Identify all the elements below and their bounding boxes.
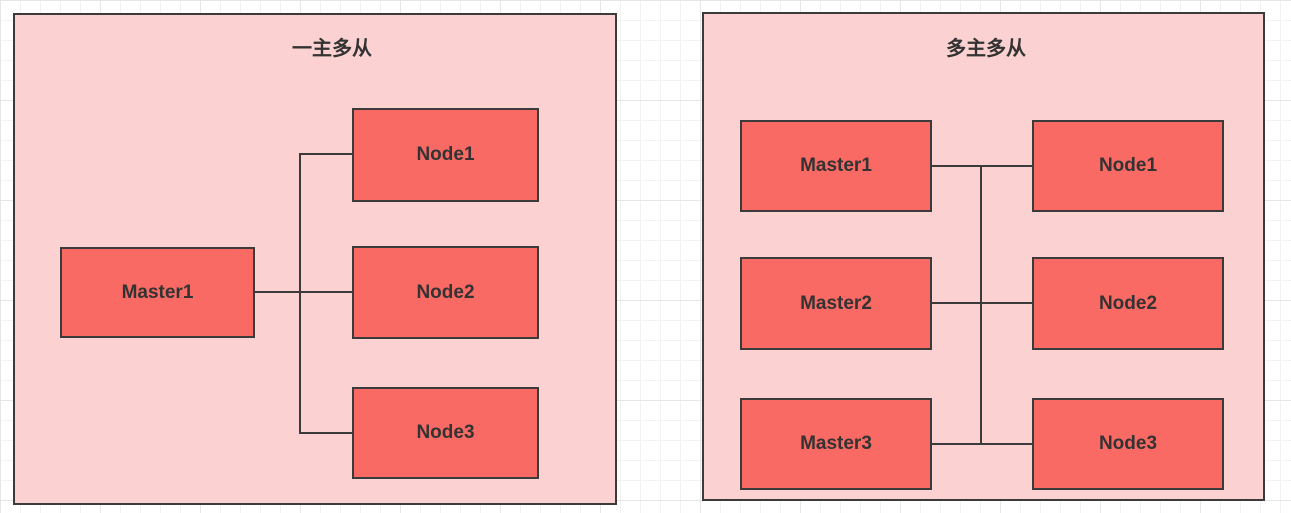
diagram-node-master3[interactable]: Master3: [740, 398, 932, 490]
diagram-node-node2[interactable]: Node2: [1032, 257, 1224, 350]
node-label: Master3: [800, 433, 872, 454]
panel-title: 一主多从: [292, 38, 372, 60]
node-label: Node3: [1098, 433, 1158, 454]
node-label: Node2: [1098, 292, 1158, 314]
node-label: Master1: [121, 281, 194, 303]
node-label: Master1: [800, 155, 872, 176]
diagram-node-master1[interactable]: Master1: [60, 247, 255, 338]
node-label: Node2: [416, 281, 475, 303]
diagram-node-node3[interactable]: Node3: [1032, 398, 1224, 490]
node-label: Master2: [800, 292, 872, 314]
diagram-node-node1[interactable]: Node1: [352, 108, 539, 202]
node-label: Node3: [416, 422, 475, 443]
diagram-node-node2[interactable]: Node2: [352, 246, 539, 339]
panel-title: 多主多从: [946, 38, 1026, 60]
diagram-node-node3[interactable]: Node3: [352, 387, 539, 479]
node-label: Node1: [416, 144, 475, 165]
diagram-node-node1[interactable]: Node1: [1032, 120, 1224, 212]
node-label: Node1: [1098, 155, 1158, 176]
diagram-node-master2[interactable]: Master2: [740, 257, 932, 350]
diagram-node-master1[interactable]: Master1: [740, 120, 932, 212]
